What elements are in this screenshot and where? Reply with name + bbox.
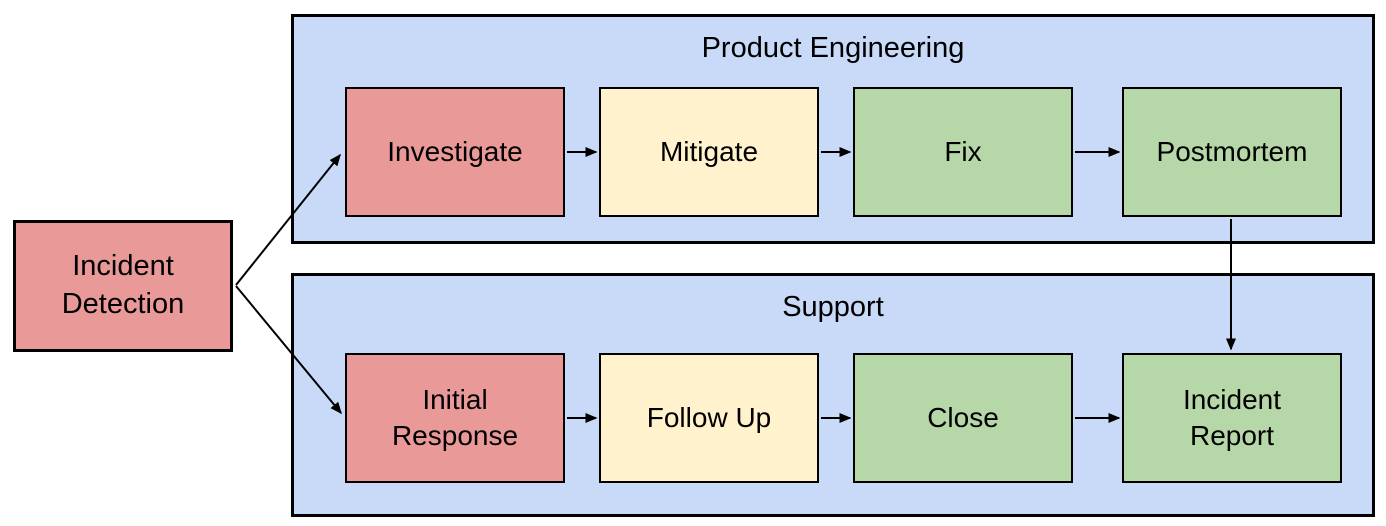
node-incident-detection: Incident Detection — [13, 220, 233, 352]
node-investigate: Investigate — [345, 87, 565, 217]
node-close: Close — [853, 353, 1073, 483]
node-incident-detection-label: Incident Detection — [61, 250, 185, 320]
node-follow-up-label: Follow Up — [646, 401, 772, 433]
lane-product-engineering-title: Product Engineering — [701, 32, 965, 64]
node-close-label: Close — [927, 401, 999, 433]
node-incident-report-label: Incident Report — [1182, 383, 1282, 451]
node-initial-response: Initial Response — [345, 353, 565, 483]
node-investigate-label: Investigate — [387, 135, 523, 167]
lane-support: Support Initial Response Follow Up Close… — [291, 273, 1375, 517]
node-mitigate-label: Mitigate — [659, 135, 759, 167]
node-initial-response-label: Initial Response — [391, 383, 519, 451]
node-follow-up: Follow Up — [599, 353, 819, 483]
node-postmortem-label: Postmortem — [1156, 135, 1308, 167]
node-mitigate: Mitigate — [599, 87, 819, 217]
node-postmortem: Postmortem — [1122, 87, 1342, 217]
lane-product-engineering: Product Engineering Investigate Mitigate… — [291, 14, 1375, 244]
node-fix: Fix — [853, 87, 1073, 217]
node-incident-report: Incident Report — [1122, 353, 1342, 483]
node-fix-label: Fix — [944, 135, 982, 167]
lane-support-title: Support — [782, 291, 884, 323]
